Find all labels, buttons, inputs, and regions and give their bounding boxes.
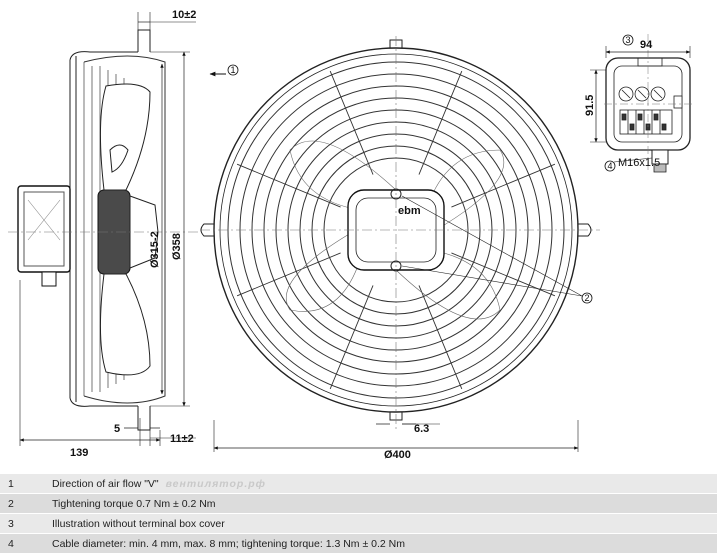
dim-top-offset: 10±2 bbox=[172, 9, 196, 21]
callout-illustration: 3 bbox=[626, 35, 631, 45]
legend-row: 2 Tightening torque 0.7 Nm ± 0.2 Nm bbox=[0, 493, 717, 514]
front-view bbox=[200, 36, 600, 452]
side-view bbox=[8, 12, 200, 446]
callout-cable: 4 bbox=[608, 161, 613, 171]
terminal-box-detail bbox=[590, 34, 694, 173]
guard-spoke bbox=[418, 70, 463, 175]
dim-flange-offset: 5 bbox=[114, 423, 120, 435]
dim-bottom-offset: 11±2 bbox=[170, 433, 194, 445]
dim-slot-width: 6.3 bbox=[414, 423, 429, 435]
legend-text: Direction of air flow "V" вентилятор.рф bbox=[42, 474, 717, 494]
dim-inner-diameter: Ø315-2 bbox=[149, 231, 161, 268]
dim-guard-diameter: Ø400 bbox=[384, 449, 411, 461]
dim-box-height: 91.5 bbox=[584, 95, 596, 116]
guard-spoke bbox=[451, 163, 556, 208]
legend-text: Cable diameter: min. 4 mm, max. 8 mm; ti… bbox=[42, 533, 717, 554]
watermark: вентилятор.рф bbox=[165, 477, 266, 490]
legend-row: 4 Cable diameter: min. 4 mm, max. 8 mm; … bbox=[0, 533, 717, 554]
airflow-arrow-icon bbox=[209, 64, 239, 77]
legend-label: Direction of air flow "V" bbox=[52, 477, 159, 490]
dim-left-width: 139 bbox=[70, 447, 88, 459]
dim-box-width: 94 bbox=[640, 39, 653, 51]
dim-outer-diameter: Ø358 bbox=[171, 233, 183, 260]
guard-spoke bbox=[329, 285, 374, 390]
guard-spoke bbox=[329, 70, 374, 175]
technical-drawing: 10±2 Ø315-2 Ø358 139 5 11±2 1 bbox=[8, 9, 694, 461]
brand-logo: ebm bbox=[398, 205, 421, 217]
legend-table: 1 Direction of air flow "V" вентилятор.р… bbox=[0, 474, 717, 554]
legend-number: 4 bbox=[0, 533, 42, 554]
legend-text: Illustration without terminal box cover bbox=[42, 513, 717, 534]
guard-spoke bbox=[236, 163, 341, 208]
callout-torque: 2 bbox=[585, 293, 590, 303]
callout-airflow: 1 bbox=[231, 65, 236, 75]
legend-row: 1 Direction of air flow "V" вентилятор.р… bbox=[0, 474, 717, 494]
guard-spoke bbox=[418, 285, 463, 390]
legend-number: 3 bbox=[0, 513, 42, 534]
legend-row: 3 Illustration without terminal box cove… bbox=[0, 513, 717, 534]
legend-text: Tightening torque 0.7 Nm ± 0.2 Nm bbox=[42, 493, 717, 514]
dim-cable-gland: M16x1.5 bbox=[618, 157, 660, 169]
legend-number: 1 bbox=[0, 474, 42, 494]
guard-spoke bbox=[236, 252, 341, 297]
legend-number: 2 bbox=[0, 493, 42, 514]
